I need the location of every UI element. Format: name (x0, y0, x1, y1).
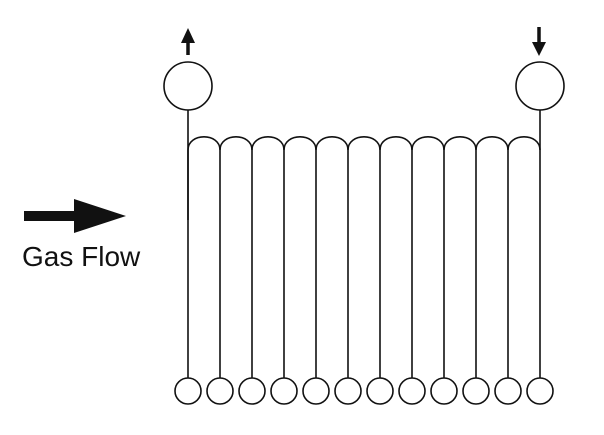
tube-bend (347, 136, 381, 151)
tube-bend (411, 136, 445, 151)
bottom-header-circle (334, 377, 362, 405)
bottom-header-circle (398, 377, 426, 405)
bottom-header-circle (174, 377, 202, 405)
bottom-header-circle (366, 377, 394, 405)
bottom-header-circle (526, 377, 554, 405)
right-arrow-icon (24, 199, 126, 233)
bottom-header-circle (206, 377, 234, 405)
outlet-header-circle (515, 61, 565, 111)
tube-bend (379, 136, 413, 151)
bottom-header-circle (302, 377, 330, 405)
bottom-header-circle (270, 377, 298, 405)
bottom-header-circle (462, 377, 490, 405)
bottom-header-circle (238, 377, 266, 405)
tube-bend (443, 136, 477, 151)
tube-bend (475, 136, 509, 151)
bottom-header-row (174, 377, 554, 405)
tube-bend (283, 136, 317, 151)
down-arrow-icon (532, 27, 546, 56)
bottom-header-circle (430, 377, 458, 405)
bottom-header-circle (494, 377, 522, 405)
tube-bend (187, 136, 221, 151)
tube-bend (219, 136, 253, 151)
tube-bend (507, 136, 541, 151)
gas-flow-label: Gas Flow (22, 241, 141, 272)
tube-bend (251, 136, 285, 151)
up-arrow-icon (181, 28, 195, 55)
tube-bank (187, 136, 541, 378)
tube-bend (315, 136, 349, 151)
inlet-header-circle (163, 61, 213, 111)
